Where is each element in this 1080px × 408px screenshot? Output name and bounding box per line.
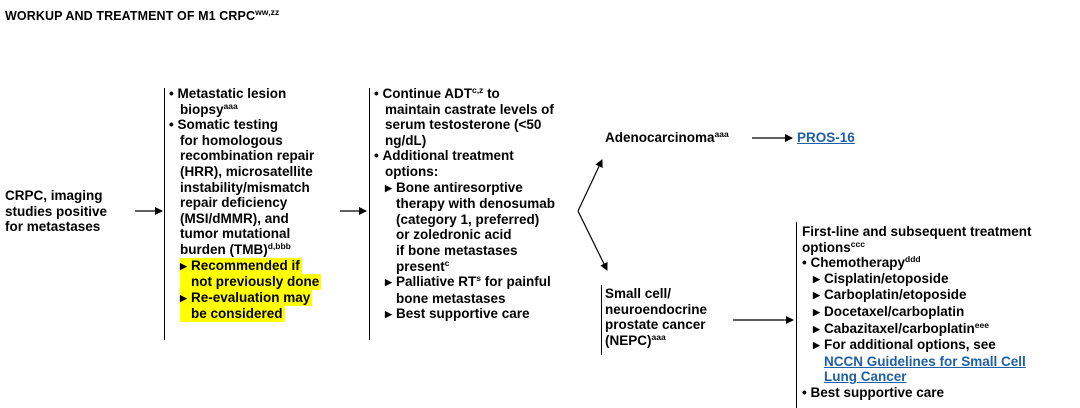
chemotherapy-item: Chemotherapyddd bbox=[802, 255, 1032, 271]
highlight-recommended: ▶Recommended if bbox=[180, 257, 302, 275]
workup-somatic-testing: Somatic testing bbox=[169, 117, 321, 133]
nepc-treatment-box: First-line and subsequent treatment opti… bbox=[802, 224, 1032, 401]
pros-16-link[interactable]: PROS-16 bbox=[797, 130, 855, 145]
triangle-bullet-icon: ▶ bbox=[385, 182, 392, 193]
triangle-bullet-icon: ▶ bbox=[813, 273, 820, 284]
crpc-line-2: studies positive bbox=[5, 203, 108, 219]
nccn-small-cell-link[interactable]: NCCN Guidelines for Small Cell bbox=[824, 353, 1026, 369]
crpc-line-3: for metastases bbox=[5, 219, 101, 235]
triangle-bullet-icon: ▶ bbox=[813, 306, 820, 317]
bracket-bar-workup bbox=[164, 88, 165, 340]
triangle-bullet-icon: ▶ bbox=[385, 309, 392, 320]
highlight-reevaluation: ▶Re-evaluation may bbox=[180, 289, 313, 307]
triangle-bullet-icon: ▶ bbox=[180, 260, 187, 271]
crpc-line-1: CRPC, imaging bbox=[5, 188, 103, 203]
triangle-bullet-icon: ▶ bbox=[385, 277, 392, 288]
workup-biopsy: Metastatic lesion bbox=[169, 86, 321, 102]
bracket-bar-treatment bbox=[369, 88, 370, 340]
triangle-bullet-icon: ▶ bbox=[813, 290, 820, 301]
triangle-bullet-icon: ▶ bbox=[813, 323, 820, 334]
nccn-lung-cancer-link[interactable]: Lung Cancer bbox=[824, 369, 907, 385]
treatment-box: Continue ADTc,z to maintain castrate lev… bbox=[374, 86, 555, 323]
triangle-bullet-icon: ▶ bbox=[180, 292, 187, 303]
arrow-to-adenocarcinoma bbox=[577, 159, 603, 212]
bracket-bar-nepc bbox=[601, 285, 602, 355]
crpc-box: CRPC, imaging studies positive for metas… bbox=[5, 188, 107, 235]
treatment-continue-adt: Continue ADTc,z to bbox=[374, 86, 555, 102]
nepc-box: Small cell/ neuroendocrine prostate canc… bbox=[605, 286, 708, 348]
treatment-additional: Additional treatment bbox=[374, 148, 555, 164]
bracket-bar-nepc-treatment bbox=[796, 222, 797, 408]
page-title: WORKUP AND TREATMENT OF M1 CRPCww,zz bbox=[5, 7, 280, 23]
triangle-bullet-icon: ▶ bbox=[813, 340, 820, 351]
workup-box: Metastatic lesion biopsyaaa Somatic test… bbox=[169, 86, 322, 322]
arrow-to-nepc bbox=[577, 210, 608, 271]
adenocarcinoma-label: Adenocarcinomaaaa bbox=[605, 129, 729, 145]
nepc-treatment-heading: First-line and subsequent treatment bbox=[802, 224, 1032, 239]
best-supportive-care-item: Best supportive care bbox=[802, 385, 1032, 401]
